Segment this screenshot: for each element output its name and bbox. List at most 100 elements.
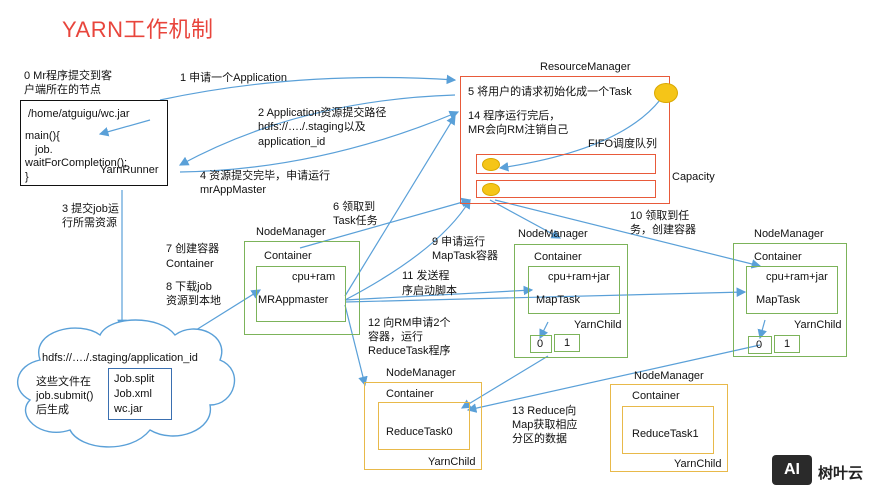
arrow-map2-part [757,319,767,340]
step3-line1: 3 提交job运 [62,203,119,215]
nm-map1-p1: 1 [564,337,571,349]
hdfs-note-line2: job.submit() [36,390,94,402]
rm-step14-line1: 14 程序运行完后， [468,110,561,122]
nm-reduce0-yarnchild: YarnChild [428,456,476,468]
step13-line1: 13 Reduce向 [512,405,577,417]
nm-map1-partition1 [554,334,580,352]
arrow-code [98,119,151,137]
arrow-step5 [498,99,661,172]
nm-map1-container-label: Container [534,251,582,263]
arrow-step12 [344,304,368,387]
queue-slot-2 [476,180,656,198]
nm-map1-maptask: MapTask [536,294,581,306]
nm-map1-p0: 0 [537,338,544,350]
nm-map2-maptask: MapTask [756,294,801,306]
file-wc-jar: wc.jar [114,403,143,415]
queue-slot-1 [476,154,656,174]
step6-line2: Task任务 [333,215,378,227]
nm-app-container-box [256,266,346,322]
step11-line2: 序启动脚本 [402,285,457,297]
step12-line3: ReduceTask程序 [368,345,451,357]
step9-line1: 9 申请运行 [432,236,486,248]
step8-line2: 资源到本地 [166,295,221,307]
nm-reduce0-container-box [378,402,470,450]
step12-line2: 容器，运行 [368,331,423,343]
nm-map2-partition0 [748,336,772,354]
nm-app-container-label: Container [264,250,312,262]
hdfs-note-line1: 这些文件在 [36,376,91,388]
nm-reduce0-box [364,382,482,470]
code-line-3: waitForCompletion(); [25,157,128,169]
page-title: YARN工作机制 [62,17,214,42]
resource-manager-box [460,76,670,204]
client-label-line2: 户端所在的节点 [24,84,101,96]
nm-reduce0-title: NodeManager [386,367,456,379]
step7-line1: 7 创建容器 [166,243,220,255]
hdfs-note-line3: 后生成 [36,404,69,416]
nm-reduce1-container-label: Container [632,390,680,402]
step7-line2: Container [166,258,214,270]
hdfs-cloud [17,319,236,448]
step10-line2: 务，创建容器 [630,224,696,236]
nm-app-box [244,241,360,335]
nm-map2-container-label: Container [754,251,802,263]
yarn-runner-label: YarnRunner [100,164,159,176]
reducetask1-label: ReduceTask1 [632,428,699,440]
client-jar-path: /home/atguigu/wc.jar [28,108,130,120]
step13-line2: Map获取相应 [512,419,578,431]
code-line-2: job. [35,144,53,156]
step9-line2: MapTask容器 [432,250,499,262]
nm-map2-p0: 0 [756,339,763,351]
arrow-step11b [344,287,747,303]
arrow-step2 [178,94,456,166]
step3-line2: 行所需资源 [62,217,117,229]
hdfs-files-box [108,368,172,420]
nm-map1-partition0 [530,335,552,353]
arrow-step8 [195,289,262,331]
nm-reduce1-yarnchild: YarnChild [674,458,722,470]
task-oval [654,83,678,103]
nm-reduce0-container-label: Container [386,388,434,400]
file-job-xml: Job.xml [114,388,152,400]
nm-reduce1-title: NodeManager [634,370,704,382]
nm-map2-cpu: cpu+ram+jar [766,271,828,283]
nm-map2-yarnchild: YarnChild [794,319,842,331]
logo-name: 树叶云 [818,465,864,482]
nm-app-cpu: cpu+ram [292,271,336,283]
code-line-4: } [25,171,29,183]
rm-title: ResourceManager [540,61,631,73]
queue-task-oval-1 [482,158,500,171]
step12-line1: 12 向RM申请2个 [368,317,451,329]
step2-line3: application_id [258,136,326,148]
nm-reduce1-container-box [622,406,714,454]
arrow-step10a [489,199,562,239]
nm-map2-p1: 1 [784,338,791,350]
step8-line1: 8 下载job [166,281,212,293]
nm-app-title: NodeManager [256,226,326,238]
step10-line1: 10 领取到任 [630,210,690,222]
step2-line1: 2 Application资源提交路径 [258,107,387,119]
step13-line3: 分区的数据 [512,433,567,445]
step6-line1: 6 领取到 [333,201,376,213]
arrow-step13b [466,344,761,413]
nm-map2-container-box [746,266,838,314]
arrow-step14 [344,114,456,297]
nm-map1-yarnchild: YarnChild [574,319,622,331]
nm-map1-box [514,244,628,358]
rm-step5: 5 将用户的请求初始化成一个Task [468,86,632,98]
fifo-queue-label: FIFO调度队列 [588,138,658,150]
nm-map2-box [733,243,847,357]
mr-appmaster-label: MRAppmaster [258,294,329,306]
nm-reduce1-box [610,384,728,472]
nm-map1-cpu: cpu+ram+jar [548,271,610,283]
nm-map2-title: NodeManager [754,228,824,240]
arrow-step13a [460,355,549,409]
arrow-step11a [344,285,534,301]
file-job-split: Job.split [114,373,155,385]
step11-line1: 11 发送程 [402,270,450,282]
queue-task-oval-2 [482,183,500,196]
capacity-label: Capacity [672,171,715,183]
step2-line2: hdfs://…./.staging以及 [258,121,366,133]
arrow-step10b [494,199,762,269]
reducetask0-label: ReduceTask0 [386,426,453,438]
